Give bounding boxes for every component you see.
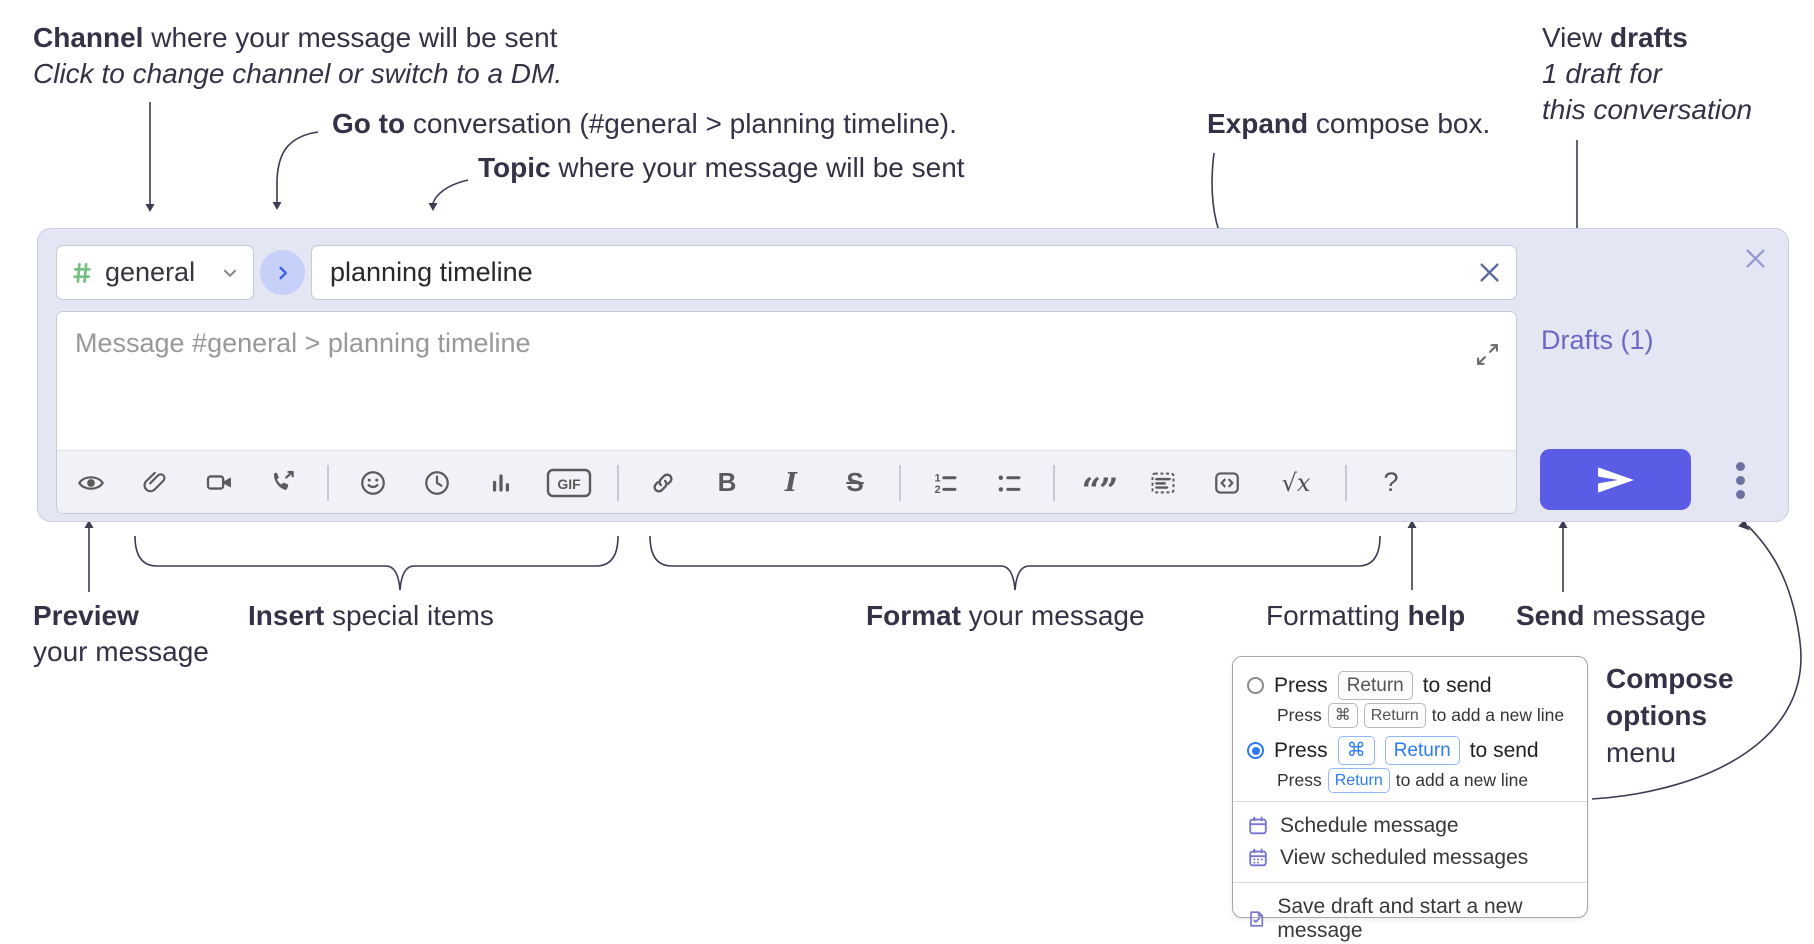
strikethrough-icon[interactable]: S <box>846 467 864 497</box>
compose-options-annotation: Compose options menu <box>1606 663 1734 768</box>
save-draft-icon <box>1250 911 1264 927</box>
calendar-grid-icon <box>1249 848 1267 867</box>
spoiler-icon[interactable] <box>1143 461 1183 505</box>
radio-unselected[interactable] <box>1247 677 1264 694</box>
gif-icon[interactable]: GIF <box>545 461 593 505</box>
return-key-chip: Return <box>1384 736 1460 765</box>
preview-annotation: Preview your message <box>33 600 209 667</box>
drafts-annotation: View drafts 1 draft for this conversatio… <box>1542 22 1753 125</box>
return-key-chip: Return <box>1363 703 1426 728</box>
bold-icon[interactable]: B <box>717 467 737 497</box>
chevron-right-icon <box>278 266 287 279</box>
menu-item-save-draft[interactable]: Save draft and start a new message <box>1247 891 1573 944</box>
menu-item-view-scheduled[interactable]: View scheduled messages <box>1247 842 1573 874</box>
preview-eye-icon[interactable] <box>71 461 111 505</box>
message-input[interactable] <box>57 312 1516 450</box>
calendar-icon <box>1249 816 1267 835</box>
popup-divider <box>1233 882 1587 883</box>
channel-selector-button[interactable]: general <box>56 245 254 300</box>
send-arrow-icon <box>1597 466 1634 493</box>
svg-text:2: 2 <box>935 483 941 495</box>
svg-text:1: 1 <box>935 472 941 484</box>
topic-annotation: Topic where your message will be sent <box>478 152 965 183</box>
drafts-link[interactable]: Drafts (1) <box>1541 325 1654 355</box>
italic-icon[interactable]: I <box>784 467 798 498</box>
math-icon[interactable]: √x <box>1281 468 1311 497</box>
cmd-key-chip: ⌘ <box>1327 703 1358 728</box>
menu-item-schedule-message[interactable]: Schedule message <box>1247 810 1573 842</box>
svg-text:GIF: GIF <box>557 476 581 492</box>
message-panel: GIF B I S 12 “” <box>56 311 1517 514</box>
send-annotation: Send message <box>1516 600 1706 631</box>
schedule-clock-icon[interactable] <box>417 461 457 505</box>
topic-input[interactable] <box>311 245 1517 300</box>
popup-divider <box>1233 801 1587 802</box>
channel-annotation: Channel where your message will be sent … <box>33 20 562 92</box>
send-button[interactable] <box>1540 449 1691 510</box>
compose-options-popup: Press Return to send Press ⌘ Return to a… <box>1232 656 1588 942</box>
toolbar-divider <box>1053 464 1055 501</box>
toolbar-divider <box>617 464 619 501</box>
topic-field-wrapper <box>311 245 1517 300</box>
link-icon[interactable] <box>643 461 683 505</box>
attach-paperclip-icon[interactable] <box>135 461 175 505</box>
return-key-chip: Return <box>1337 671 1413 700</box>
chevron-down-icon <box>223 269 237 277</box>
toolbar-divider <box>1345 464 1347 501</box>
bulleted-list-icon[interactable] <box>989 461 1029 505</box>
send-option-cmd-return-subtext: Press Return to add a new line <box>1277 768 1573 793</box>
clear-topic-icon[interactable] <box>1476 259 1503 286</box>
send-option-return[interactable]: Press Return to send <box>1247 671 1573 700</box>
emoji-smiley-icon[interactable] <box>353 461 393 505</box>
format-annotation: Format your message <box>866 600 1145 631</box>
insert-annotation: Insert special items <box>248 600 494 631</box>
expand-annotation: Expand compose box. <box>1207 108 1491 139</box>
video-call-icon[interactable] <box>199 461 239 505</box>
compose-options-menu-button[interactable] <box>1718 455 1762 505</box>
cmd-key-chip: ⌘ <box>1337 736 1375 765</box>
toolbar-divider <box>899 464 901 501</box>
toolbar-divider <box>327 464 329 501</box>
channel-hash-icon <box>73 262 91 283</box>
message-area <box>57 312 1516 450</box>
poll-chart-icon[interactable] <box>481 461 521 505</box>
channel-name: general <box>105 257 196 287</box>
expand-compose-icon[interactable] <box>1475 342 1500 367</box>
channel-annotation-subtitle: Click to change channel or switch to a D… <box>33 58 563 89</box>
send-option-return-subtext: Press ⌘ Return to add a new line <box>1277 703 1573 728</box>
close-compose-icon[interactable] <box>1742 245 1769 272</box>
code-icon[interactable] <box>1207 461 1247 505</box>
radio-selected[interactable] <box>1247 742 1264 759</box>
send-option-cmd-return[interactable]: Press ⌘ Return to send <box>1247 736 1573 765</box>
quote-icon[interactable]: “” <box>1081 470 1118 511</box>
compose-box: general <box>37 228 1789 522</box>
channel-annotation-rest: where your message will be sent <box>143 22 558 53</box>
return-key-chip: Return <box>1327 768 1390 793</box>
voice-call-icon[interactable] <box>263 461 303 505</box>
goto-annotation: Go to conversation (#general > planning … <box>332 108 957 139</box>
formatting-help-icon[interactable]: ? <box>1383 467 1399 497</box>
channel-annotation-bold: Channel <box>33 22 144 53</box>
go-to-conversation-button[interactable] <box>260 250 305 295</box>
help-annotation: Formatting help <box>1266 600 1466 631</box>
